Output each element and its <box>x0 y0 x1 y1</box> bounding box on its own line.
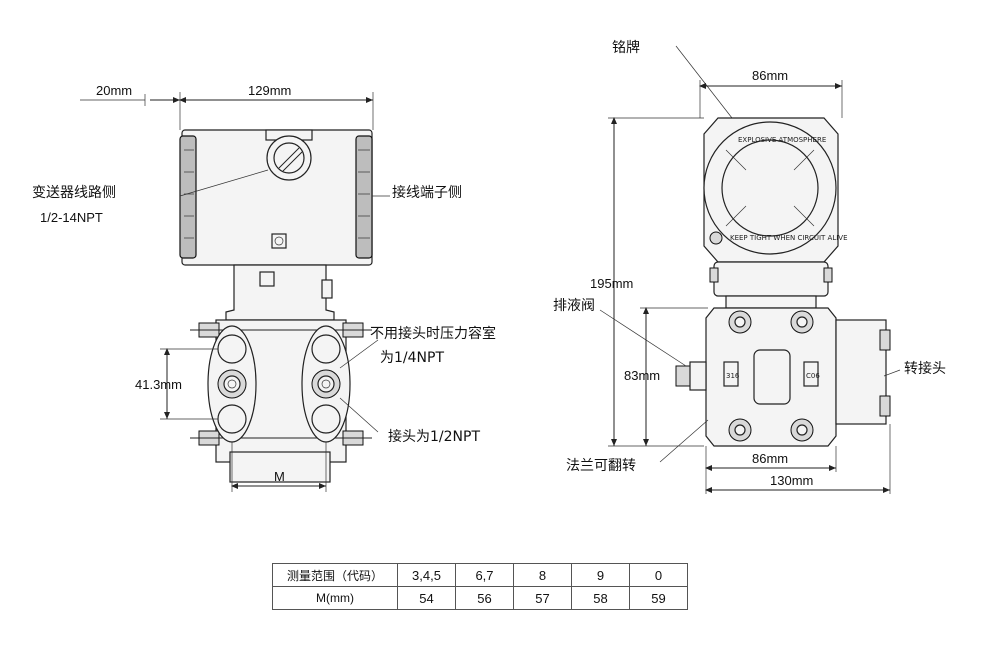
dim-m: M <box>274 469 285 484</box>
side-view: 铭牌 86mm EXPLOSIVE ATMOSPHERE KEEP TIGHT … <box>553 39 946 494</box>
table-header-m: M(mm) <box>272 586 398 610</box>
dim-83mm: 83mm <box>624 368 660 383</box>
label-drain-valve: 排液阀 <box>553 298 595 314</box>
dim-129mm: 129mm <box>248 83 291 98</box>
table-cell-range: 0 <box>629 563 688 587</box>
front-view: 20mm 129mm <box>32 83 496 492</box>
dim-20mm: 20mm <box>96 83 132 98</box>
label-thread-1-2-14npt: 1/2-14NPT <box>40 210 103 225</box>
front-leaders <box>179 169 390 433</box>
flange-block <box>190 319 372 483</box>
table-cell-m: 58 <box>571 586 630 610</box>
table-cell-m: 54 <box>397 586 456 610</box>
label-port-thread: 接头为1/2NPT <box>388 428 480 445</box>
label-unused-port-thread: 为1/4NPT <box>380 350 444 366</box>
dim-86mm-bottom: 86mm <box>752 451 788 466</box>
table-cell-range: 3,4,5 <box>397 563 456 587</box>
label-flange-reversible: 法兰可翻转 <box>566 458 636 474</box>
marking-c06: C06 <box>806 372 820 380</box>
front-top-dimension: 20mm 129mm <box>80 83 374 130</box>
marking-explosive: EXPLOSIVE ATMOSPHERE <box>738 136 826 144</box>
marking-keep-tight: KEEP TIGHT WHEN CIRCUIT ALIVE <box>730 234 848 242</box>
dim-130mm: 130mm <box>770 473 813 488</box>
table-cell-range: 9 <box>571 563 630 587</box>
table-header-range: 测量范围（代码） <box>272 563 398 587</box>
side-total-height-dimension: 195mm <box>590 117 704 447</box>
front-m-dimension: M <box>231 442 327 492</box>
label-transmitter-side: 变送器线路侧 <box>32 185 116 201</box>
side-flange-body: 316 C06 <box>675 307 891 447</box>
table-row-range: 测量范围（代码） 3,4,5 6,7 8 9 0 <box>272 563 688 587</box>
dim-195mm: 195mm <box>590 276 633 291</box>
label-nameplate: 铭牌 <box>612 39 640 56</box>
m-dimension-table: 测量范围（代码） 3,4,5 6,7 8 9 0 M(mm) 54 56 57 … <box>272 563 688 610</box>
label-terminal-side: 接线端子侧 <box>392 184 462 201</box>
table-cell-range: 8 <box>513 563 572 587</box>
sensor-neck <box>225 264 335 321</box>
front-height-dimension: 41.3mm <box>135 348 218 420</box>
side-bottom-dimensions: 86mm 130mm <box>705 424 891 494</box>
marking-316: 316 <box>726 372 740 380</box>
dim-41-3mm: 41.3mm <box>135 377 182 392</box>
side-top-dimension: 86mm <box>699 68 843 118</box>
side-flange-height-dimension: 83mm <box>624 307 708 446</box>
table-cell-m: 56 <box>455 586 514 610</box>
table-cell-m: 59 <box>629 586 688 610</box>
label-adapter: 转接头 <box>904 360 946 377</box>
side-leaders <box>599 309 901 463</box>
dim-86mm-top: 86mm <box>752 68 788 83</box>
label-unused-port: 不用接头时压力容室 <box>370 325 496 342</box>
table-row-m: M(mm) 54 56 57 58 59 <box>272 586 688 610</box>
side-housing: EXPLOSIVE ATMOSPHERE KEEP TIGHT WHEN CIR… <box>703 117 848 309</box>
table-cell-m: 57 <box>513 586 572 610</box>
electronics-housing <box>179 129 373 266</box>
table-cell-range: 6,7 <box>455 563 514 587</box>
